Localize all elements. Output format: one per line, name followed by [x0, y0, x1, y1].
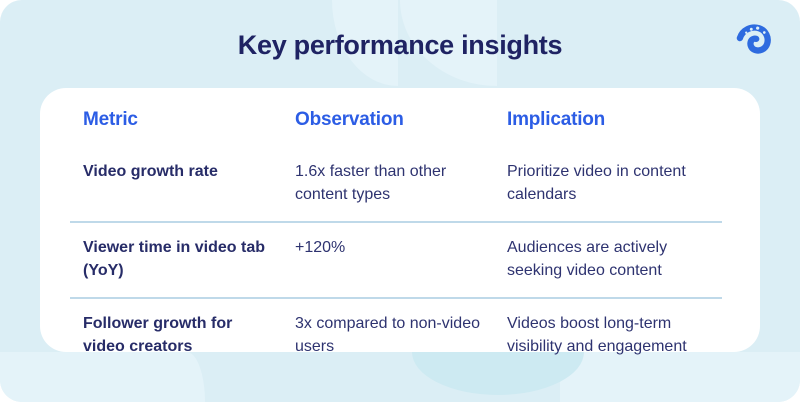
- column-header-metric: Metric: [83, 109, 138, 130]
- metric-cell: Follower growth for video creators: [83, 315, 233, 355]
- implication-cell: Videos boost long-term visibility and en…: [507, 315, 687, 355]
- implication-cell: Audiences are actively seeking video con…: [507, 239, 668, 279]
- implication-cell: Prioritize video in content calendars: [507, 163, 686, 203]
- observation-cell: +120%: [295, 239, 346, 256]
- column-header-implication: Implication: [507, 109, 606, 130]
- observation-cell: 3x compared to non-video users: [295, 315, 480, 355]
- metric-cell: Viewer time in video tab (YoY): [83, 239, 265, 279]
- insights-card: Metric Observation Implication Video gro…: [40, 88, 760, 355]
- decorative-rect-shape: [0, 352, 205, 402]
- column-header-observation: Observation: [295, 109, 404, 130]
- table-header-row: Metric Observation Implication: [70, 109, 722, 147]
- metric-cell: Video growth rate: [83, 163, 218, 180]
- table-row: Video growth rate 1.6x faster than other…: [70, 147, 722, 221]
- spiral-wave-logo-icon: [736, 24, 771, 54]
- observation-cell: 1.6x faster than other content types: [295, 163, 447, 203]
- table-row: Viewer time in video tab (YoY) +120% Aud…: [70, 221, 722, 297]
- page-title: Key performance insights: [237, 30, 563, 60]
- decorative-rect-shape: [560, 352, 800, 402]
- table-row: Follower growth for video creators 3x co…: [70, 297, 722, 373]
